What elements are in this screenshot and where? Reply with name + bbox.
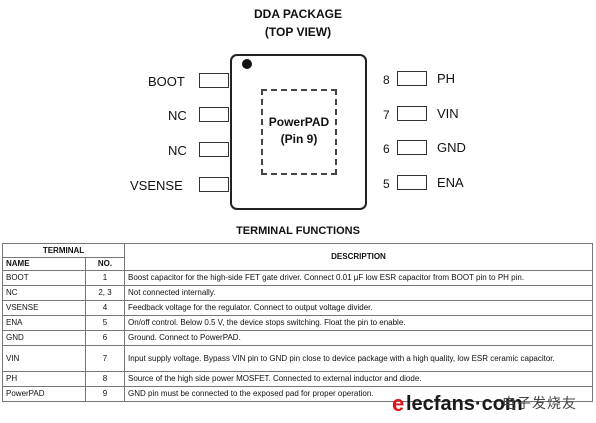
header-name: NAME: [2, 257, 86, 271]
table-row: VSENSE 4 Feedback voltage for the regula…: [2, 300, 593, 316]
pin-name-vin: VIN: [437, 106, 459, 121]
powerpad-label-line1: PowerPAD: [268, 115, 330, 129]
cell-name: ENA: [2, 315, 86, 331]
powerpad-label-line2: (Pin 9): [280, 132, 318, 146]
cell-no: 2, 3: [85, 285, 125, 301]
pin-name-nc: NC: [168, 108, 187, 123]
cell-name: PH: [2, 371, 86, 387]
cell-no: 6: [85, 330, 125, 346]
cell-description: Boost capacitor for the high-side FET ga…: [124, 270, 593, 286]
cell-description: Feedback voltage for the regulator. Conn…: [124, 300, 593, 316]
powerpad-outline: PowerPAD (Pin 9): [261, 89, 337, 175]
cell-description: On/off control. Below 0.5 V, the device …: [124, 315, 593, 331]
powerpad-label: PowerPAD (Pin 9): [263, 114, 335, 148]
cell-description: Source of the high side power MOSFET. Co…: [124, 371, 593, 387]
table-row: VIN 7 Input supply voltage. Bypass VIN p…: [2, 345, 593, 372]
header-terminal: TERMINAL: [2, 243, 125, 258]
header-description: DESCRIPTION: [124, 243, 593, 271]
pin-name-ena: ENA: [437, 175, 464, 190]
pin-name-boot: BOOT: [148, 74, 185, 89]
cell-description: Input supply voltage. Bypass VIN pin to …: [124, 345, 593, 372]
cell-no: 5: [85, 315, 125, 331]
cell-name: VIN: [2, 345, 86, 372]
table-row: NC 2, 3 Not connected internally.: [2, 285, 593, 301]
table-row: GND 6 Ground. Connect to PowerPAD.: [2, 330, 593, 346]
pin-lead-3: [199, 142, 229, 157]
cell-no: 1: [85, 270, 125, 286]
pin-name-gnd: GND: [437, 140, 466, 155]
terminal-functions-table: TERMINAL DESCRIPTION NAME NO. BOOT 1 Boo…: [2, 243, 593, 402]
elecfans-watermark-logo: e lecfans·com 电子发烧友: [392, 392, 592, 418]
cell-name: GND: [2, 330, 86, 346]
pin-lead-8: [397, 71, 427, 86]
pin-name-ph: PH: [437, 71, 456, 86]
package-title: DDA PACKAGE: [253, 7, 342, 21]
package-subtitle: (TOP VIEW): [264, 25, 332, 39]
table-header-row-1: TERMINAL DESCRIPTION: [2, 243, 593, 271]
pin-lead-2: [199, 107, 229, 122]
header-no: NO.: [85, 257, 125, 271]
pin-number-5: 5: [383, 177, 390, 191]
pin-number-8: 8: [383, 73, 390, 87]
pin-lead-1: [199, 73, 229, 88]
cell-no: 9: [85, 386, 125, 402]
cell-name: PowerPAD: [2, 386, 86, 402]
pin-number-7: 7: [383, 108, 390, 122]
cell-name: VSENSE: [2, 300, 86, 316]
table-row: PH 8 Source of the high side power MOSFE…: [2, 371, 593, 387]
table-row: BOOT 1 Boost capacitor for the high-side…: [2, 270, 593, 286]
pin1-indicator-dot: [242, 59, 252, 69]
pin-lead-5: [397, 175, 427, 190]
cell-description: Not connected internally.: [124, 285, 593, 301]
cell-name: BOOT: [2, 270, 86, 286]
pin-lead-6: [397, 140, 427, 155]
cell-no: 4: [85, 300, 125, 316]
pin-name-nc: NC: [168, 143, 187, 158]
pin-number-6: 6: [383, 142, 390, 156]
cell-description: GND pin must be connected to the exposed…: [124, 386, 593, 402]
table-row: ENA 5 On/off control. Below 0.5 V, the d…: [2, 315, 593, 331]
logo-wordmark: lecfans·com: [406, 393, 523, 415]
cell-no: 7: [85, 345, 125, 372]
cell-name: NC: [2, 285, 86, 301]
logo-e-glyph: e: [392, 391, 405, 416]
table-row: PowerPAD 9 GND pin must be connected to …: [2, 386, 593, 402]
logo-chinese-text: 电子发烧友: [502, 396, 577, 412]
pin-name-vsense: VSENSE: [130, 178, 183, 193]
cell-no: 8: [85, 371, 125, 387]
cell-description: Ground. Connect to PowerPAD.: [124, 330, 593, 346]
terminal-functions-title: TERMINAL FUNCTIONS: [236, 225, 360, 237]
pin-lead-4: [199, 177, 229, 192]
pin-lead-7: [397, 106, 427, 121]
ic-package-body: PowerPAD (Pin 9): [230, 54, 367, 210]
